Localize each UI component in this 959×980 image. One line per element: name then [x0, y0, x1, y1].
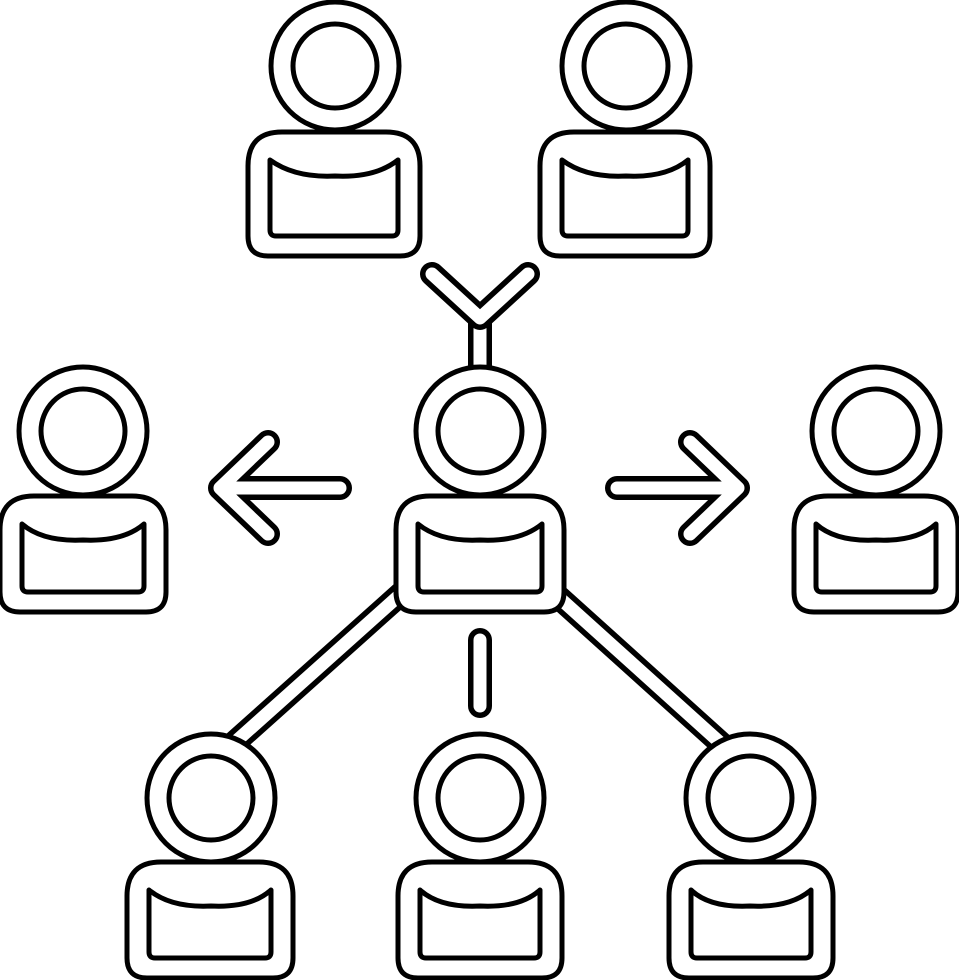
fork-lines-top [420, 262, 540, 330]
arrow-right-icon [605, 430, 750, 546]
person-bottom-left [124, 731, 296, 980]
person-top-right [537, 0, 713, 259]
person-body-icon [395, 859, 565, 980]
person-body-icon [124, 859, 296, 980]
person-head-icon [413, 731, 547, 865]
person-head-icon [144, 731, 278, 865]
arrow-left-icon [208, 430, 352, 546]
person-head-icon [683, 731, 817, 865]
connector-line-left [221, 572, 424, 756]
person-right [791, 364, 959, 615]
person-body-icon [0, 493, 169, 615]
connector-line-right [532, 572, 738, 760]
person-body-icon [666, 859, 836, 980]
person-head-icon [559, 0, 693, 133]
person-body-icon [537, 129, 713, 259]
person-left [0, 364, 169, 615]
person-bottom-right [666, 731, 836, 980]
person-head-icon [809, 364, 943, 498]
person-head-icon [268, 0, 402, 133]
person-body-icon [245, 129, 423, 259]
person-bottom-center [395, 731, 565, 980]
person-head-icon [413, 364, 547, 498]
person-center [393, 364, 567, 615]
person-head-icon [16, 364, 150, 498]
person-top-left [245, 0, 423, 259]
person-body-icon [393, 493, 567, 615]
person-body-icon [791, 493, 959, 615]
